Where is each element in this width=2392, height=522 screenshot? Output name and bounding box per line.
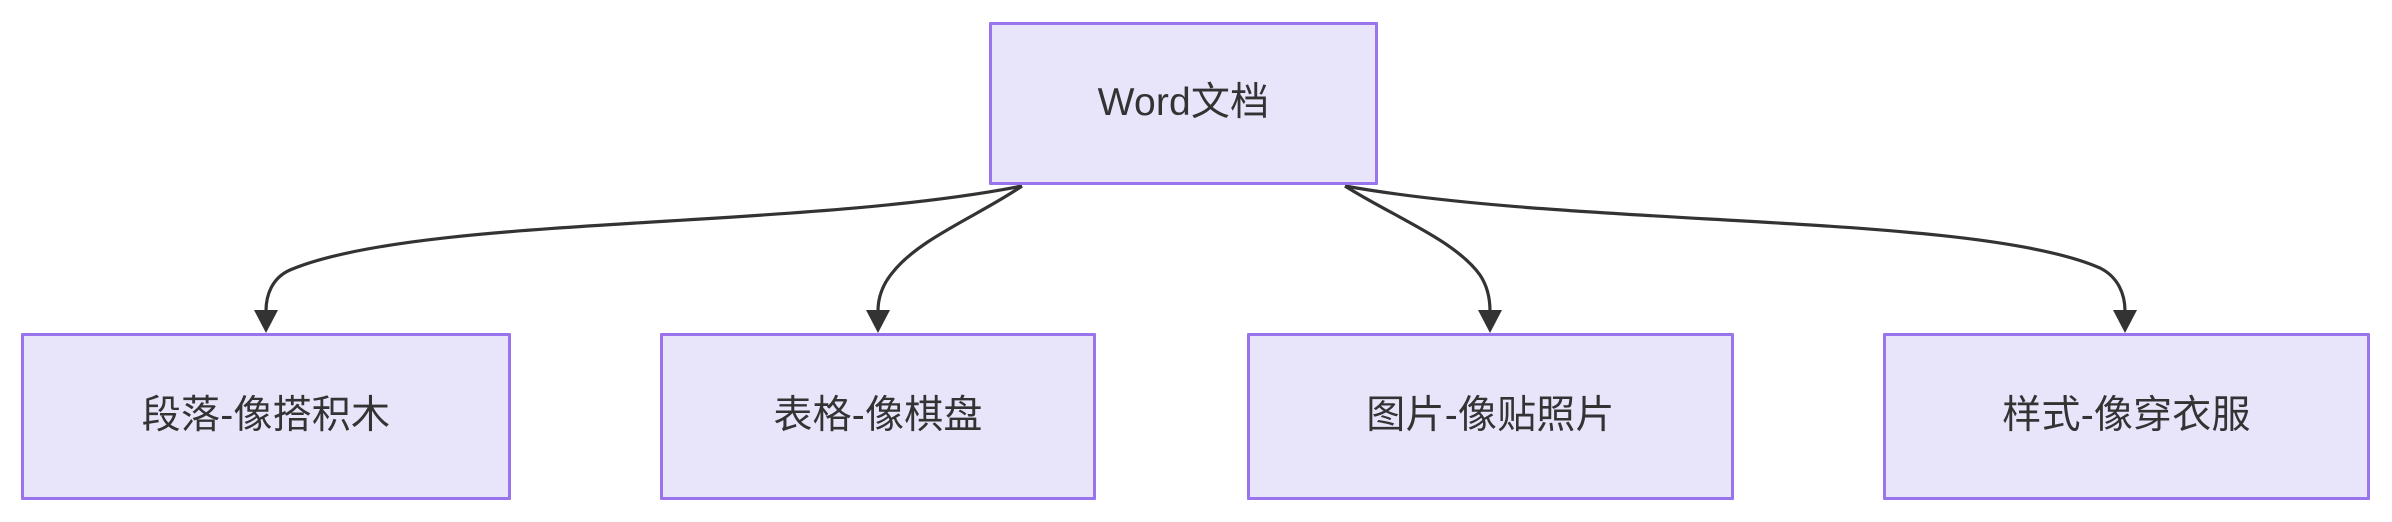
arrowhead-1 (254, 310, 278, 333)
node-paragraph[interactable]: 段落-像搭积木 (21, 333, 511, 500)
edge-path-3 (1344, 184, 1492, 312)
node-label-child-4: 样式-像穿衣服 (2002, 394, 2251, 438)
node-table[interactable]: 表格-像棋盘 (660, 333, 1096, 500)
node-label-child-2: 表格-像棋盘 (773, 394, 983, 438)
node-style[interactable]: 样式-像穿衣服 (1883, 333, 2370, 500)
edge-path-1 (264, 184, 1023, 312)
arrowhead-4 (2113, 310, 2137, 333)
edge-root-to-child-2 (866, 184, 1023, 333)
node-label-root: Word文档 (1097, 81, 1270, 125)
edge-path-2 (876, 184, 1023, 312)
node-image[interactable]: 图片-像贴照片 (1247, 333, 1734, 500)
edge-root-to-child-3 (1344, 184, 1502, 333)
edge-root-to-child-4 (1344, 184, 2137, 333)
node-label-child-3: 图片-像贴照片 (1366, 394, 1615, 438)
edge-path-4 (1344, 184, 2127, 312)
arrowhead-3 (1478, 310, 1502, 333)
edge-root-to-child-1 (254, 184, 1023, 333)
node-word-document[interactable]: Word文档 (989, 22, 1378, 185)
node-label-child-1: 段落-像搭积木 (141, 394, 391, 438)
arrowhead-2 (866, 310, 890, 333)
